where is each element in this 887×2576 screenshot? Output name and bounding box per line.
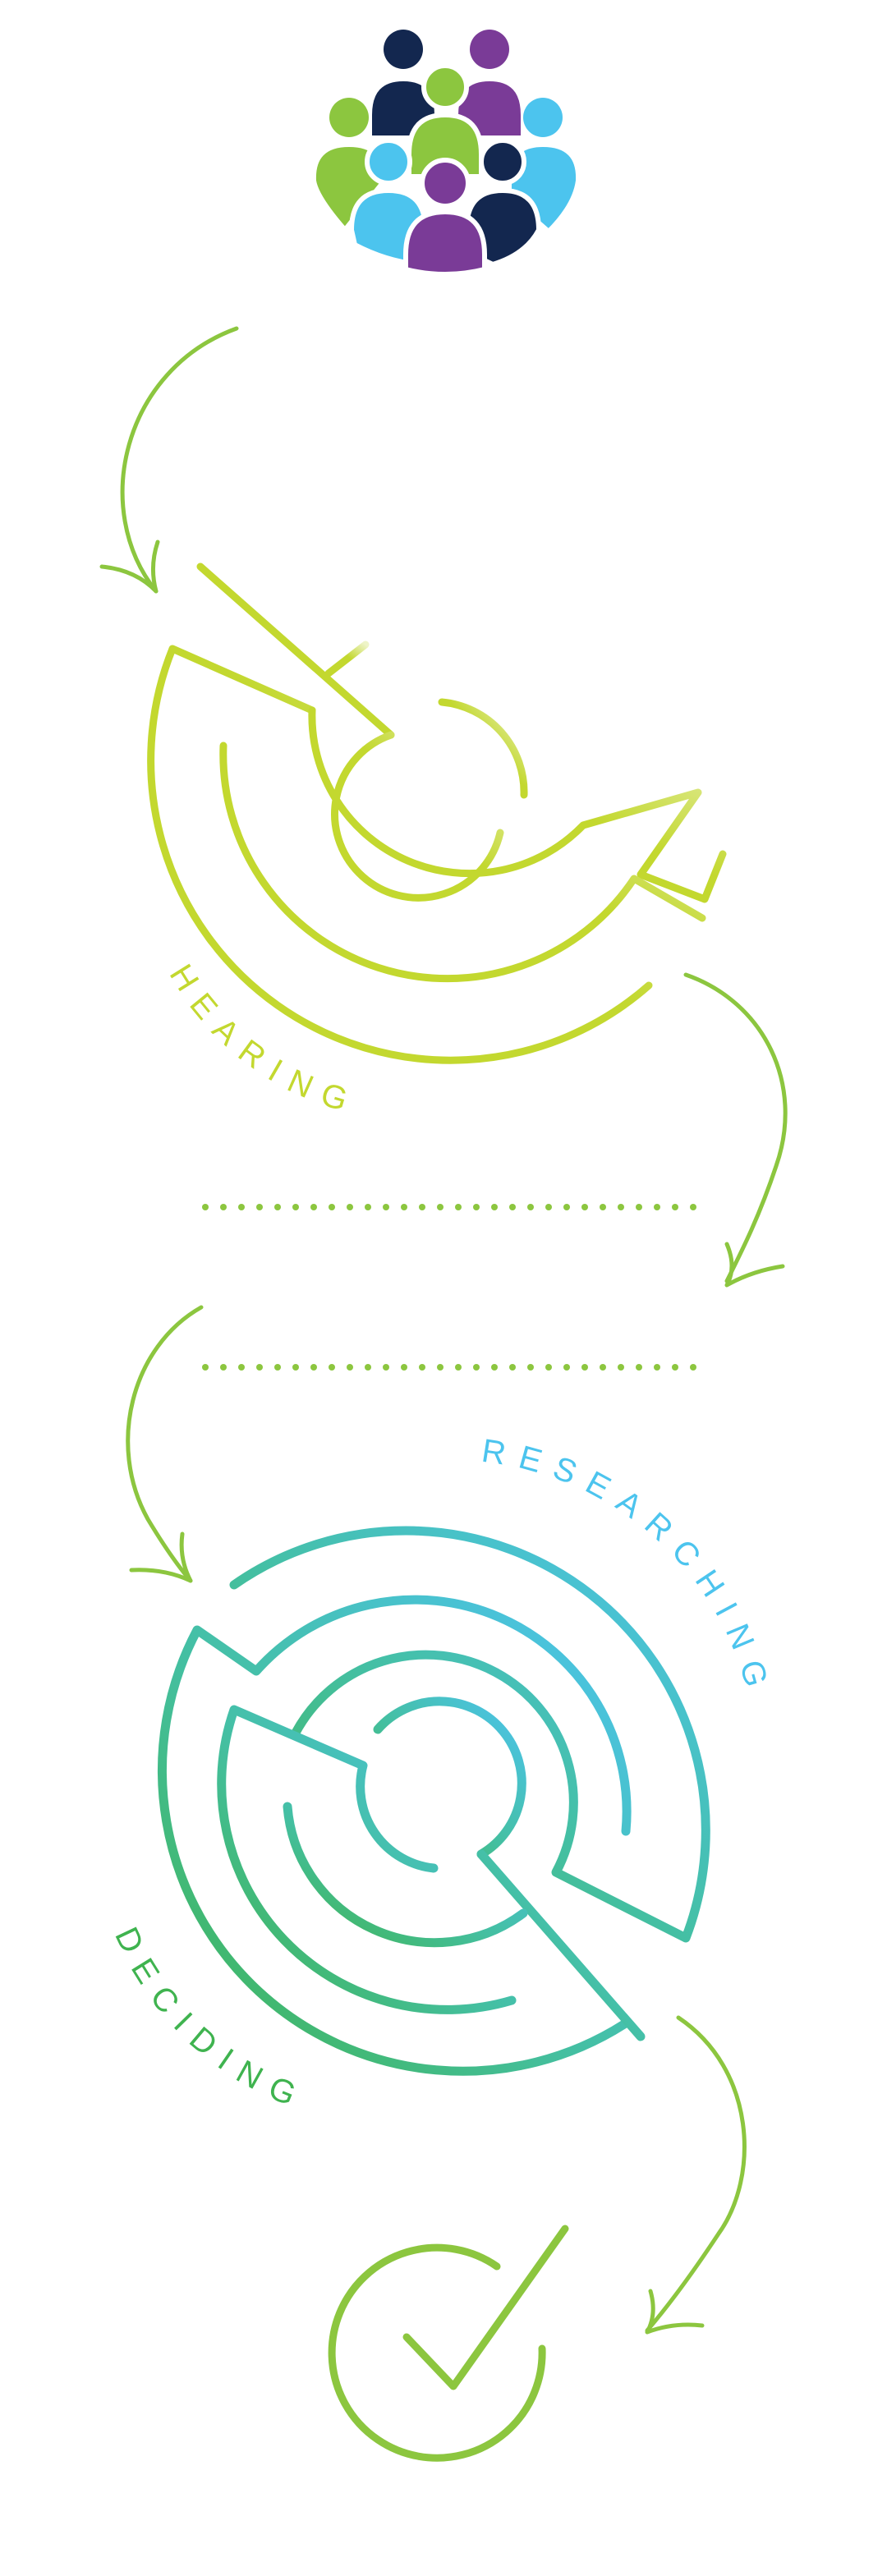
checkmark-circle-icon (328, 2225, 569, 2462)
curved-arrow-icon (126, 1305, 204, 1583)
stage-label-researching: RESEARCHING (480, 1433, 778, 1703)
dotted-separator (202, 1364, 696, 1371)
curved-arrow-icon (99, 326, 239, 594)
dotted-separator (202, 1204, 696, 1210)
people-group-icon (310, 30, 581, 277)
decision-maze-icon (158, 1526, 710, 2076)
curved-arrow-icon (683, 972, 788, 1288)
hearing-maze-icon (147, 562, 727, 1064)
curved-arrow-icon (645, 2015, 747, 2335)
stage-label-deciding: DECIDING (108, 1922, 313, 2118)
